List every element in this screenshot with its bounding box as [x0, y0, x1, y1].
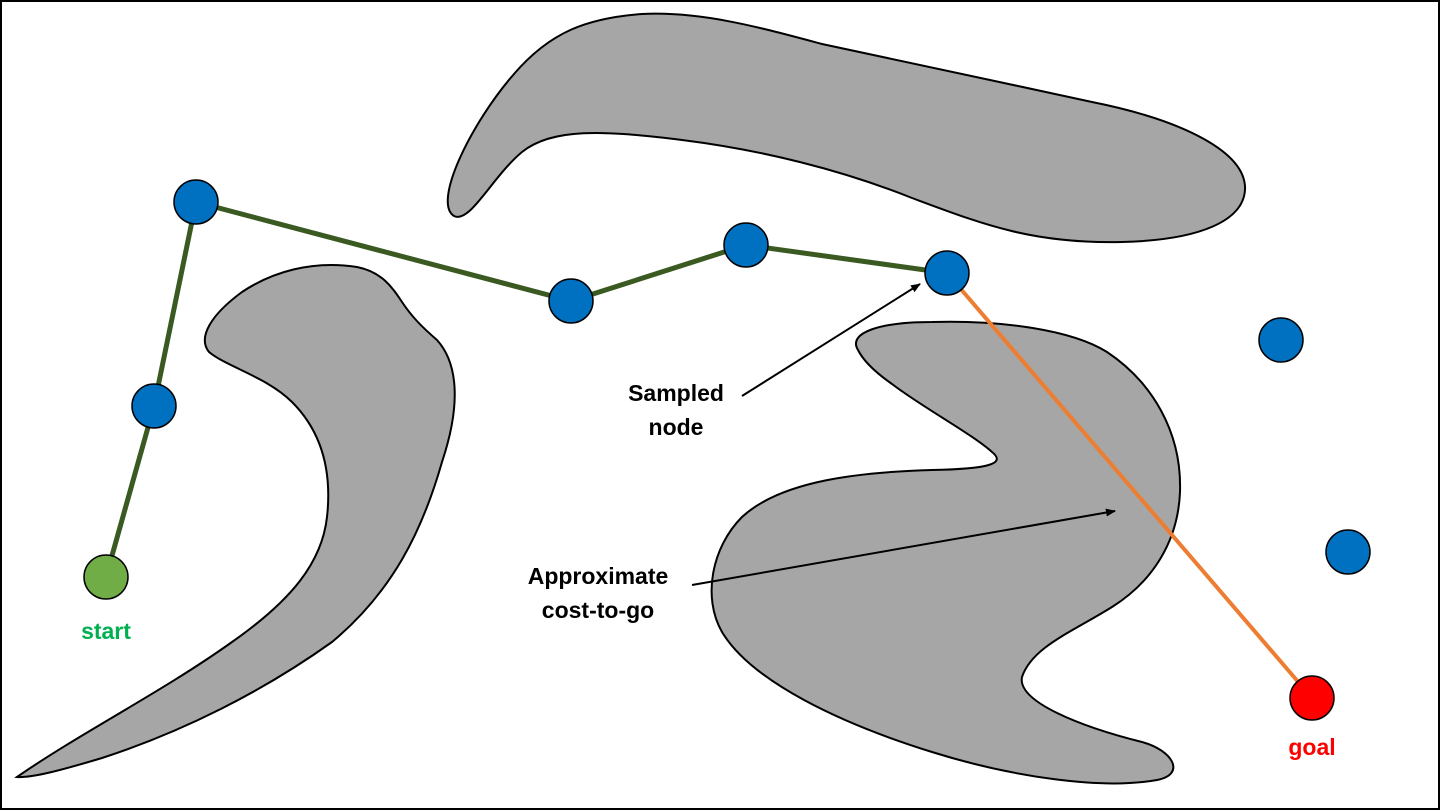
- tree-path: [103, 199, 948, 578]
- obstacle-top: [446, 12, 1247, 244]
- start-label: start: [81, 618, 131, 644]
- sampled-node-arrow: [741, 283, 921, 397]
- cost-to-go-label-line1: Approximate: [528, 563, 669, 589]
- sampled-node-label-line1: Sampled: [628, 380, 724, 406]
- sampled-node: [924, 250, 970, 296]
- tree-node: [723, 222, 769, 268]
- heuristic-edge: [945, 271, 1314, 700]
- cost-to-go-label-line2: cost-to-go: [542, 597, 654, 623]
- obstacle-right: [710, 320, 1182, 785]
- start-node: [83, 554, 129, 600]
- goal-node: [1289, 675, 1335, 721]
- sampled-node-label-line2: node: [649, 414, 704, 440]
- obstacle-left: [14, 264, 456, 779]
- unconnected-node: [1325, 529, 1371, 575]
- tree-node: [131, 383, 177, 429]
- cost-to-go-arrow: [691, 508, 1116, 586]
- unconnected-node: [1258, 317, 1304, 363]
- goal-label: goal: [1288, 734, 1335, 760]
- tree-node: [173, 179, 219, 225]
- tree-node: [548, 278, 594, 324]
